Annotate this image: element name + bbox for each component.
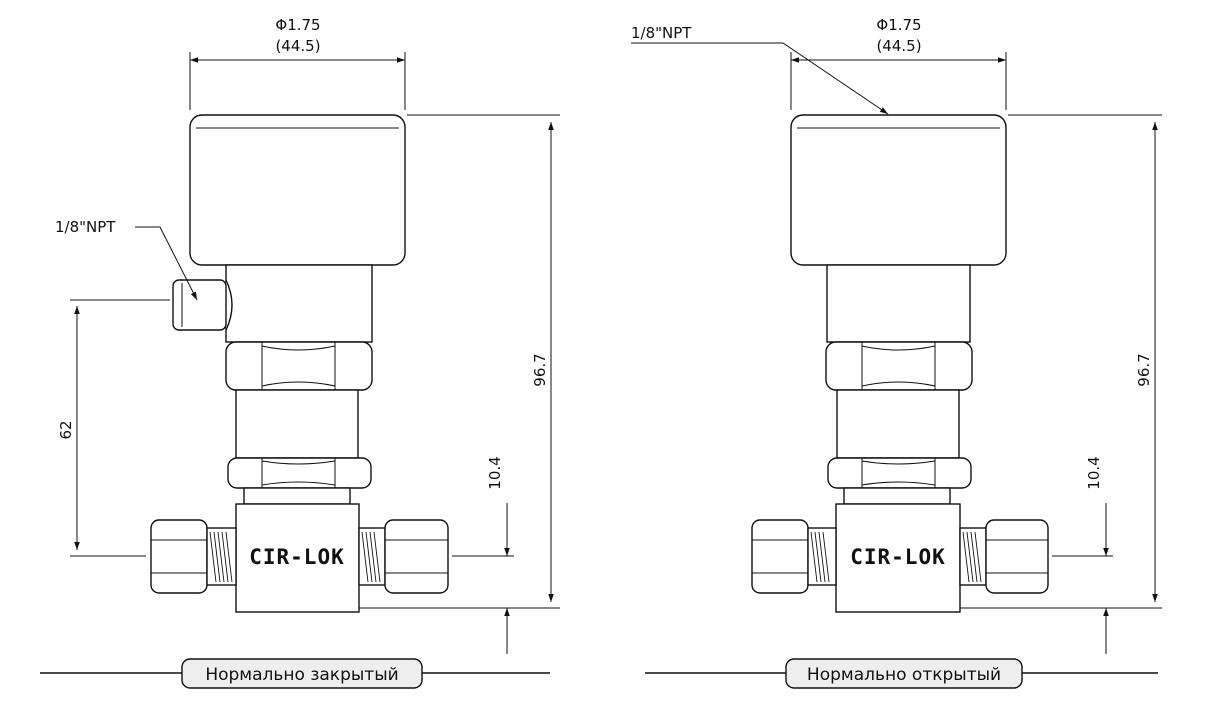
middle-body	[836, 389, 960, 459]
actuator-cap	[189, 114, 406, 266]
total-height-label: 96.7	[1135, 353, 1153, 386]
upper-hex-nut	[225, 341, 373, 391]
port-label: 1/8"NPT	[55, 218, 116, 236]
brand-logo: CIR-LOK	[850, 545, 946, 569]
pilot-port	[172, 279, 233, 331]
caption-normally-open: Нормально открытый	[645, 658, 1158, 689]
upper-stem	[225, 264, 373, 343]
diameter-dimension: Φ1.75 (44.5)	[189, 16, 406, 110]
upper-stem	[826, 264, 971, 343]
center-height-label: 10.4	[486, 456, 504, 489]
caption-label: Нормально закрытый	[205, 665, 398, 685]
valve-body	[835, 503, 961, 613]
diameter-label: Φ1.75	[275, 16, 320, 34]
caption-label: Нормально открытый	[807, 665, 1001, 685]
right-compression-fitting	[358, 519, 449, 594]
diameter-mm-label: (44.5)	[275, 37, 320, 55]
left-compression-fitting	[751, 519, 837, 594]
total-height-dimension: 96.7	[359, 114, 560, 609]
diameter-dimension: Φ1.75 (44.5)	[790, 16, 1007, 110]
total-height-dimension: 96.7	[960, 114, 1162, 609]
valve-normally-closed: CIR-LOK	[40, 16, 560, 689]
left-compression-fitting	[150, 519, 237, 594]
center-height-label: 10.4	[1085, 456, 1103, 489]
center-height-dimension: 10.4	[452, 456, 514, 654]
total-height-label: 96.7	[531, 353, 549, 386]
diameter-label: Φ1.75	[876, 16, 921, 34]
diameter-mm-label: (44.5)	[876, 37, 921, 55]
port-height-label: 62	[57, 420, 75, 439]
port-height-dimension: 62	[57, 299, 170, 557]
valve-body	[235, 503, 360, 613]
caption-normally-closed: Нормально закрытый	[40, 658, 550, 689]
valve-normally-open: CIR-LOK Φ1.75 (44.5	[631, 16, 1162, 689]
upper-hex-nut	[825, 341, 973, 391]
port-leader: 1/8"NPT	[55, 218, 198, 301]
brand-logo: CIR-LOK	[249, 545, 345, 569]
lower-hex-nut	[227, 457, 372, 489]
right-compression-fitting	[959, 519, 1049, 594]
lower-hex-nut	[827, 457, 972, 489]
actuator-cap	[790, 114, 1007, 266]
port-leader: 1/8"NPT	[631, 24, 889, 115]
center-height-dimension: 10.4	[1052, 456, 1113, 654]
port-label: 1/8"NPT	[631, 24, 692, 42]
middle-body	[235, 389, 359, 459]
